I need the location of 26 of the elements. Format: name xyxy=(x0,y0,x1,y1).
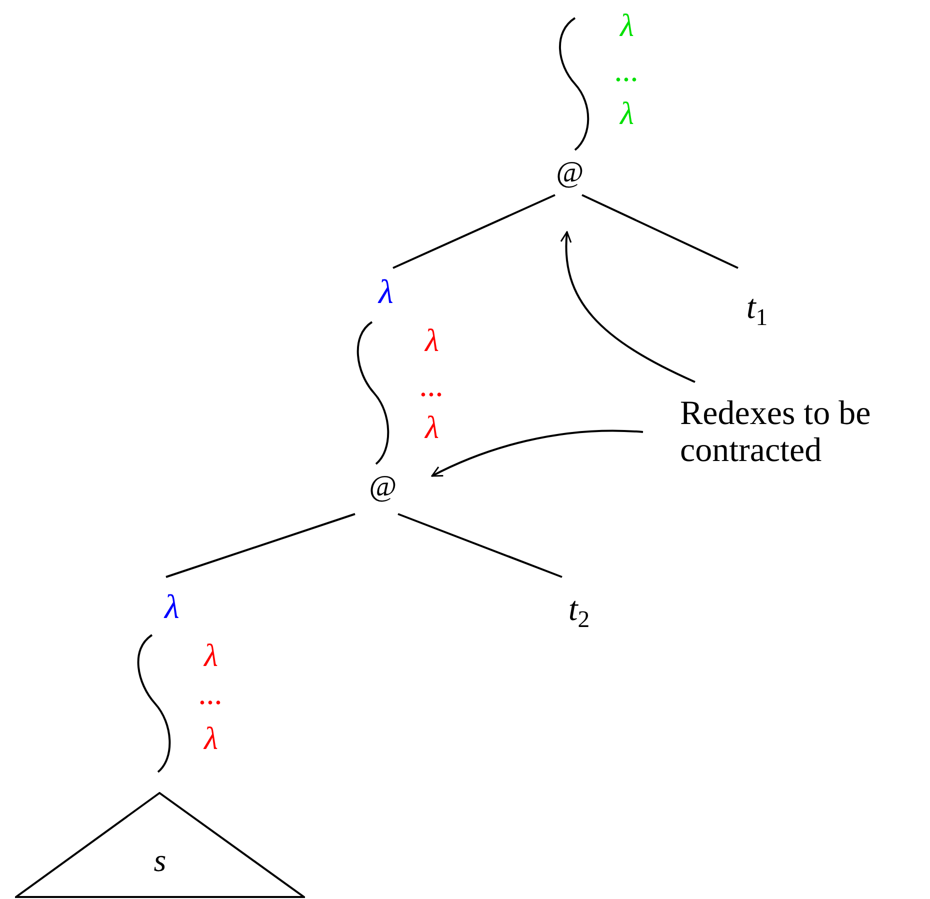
binder-label: λ xyxy=(423,323,440,357)
binder-label: λ xyxy=(202,638,219,672)
arrow xyxy=(560,231,696,383)
wavy-line xyxy=(356,321,390,465)
variable-label: s xyxy=(154,844,166,876)
tree-edge xyxy=(398,513,562,578)
tree-edge xyxy=(392,194,556,269)
term-label: t$_{2}$ xyxy=(558,594,600,632)
binder-label: ... xyxy=(419,368,445,402)
tree-edge xyxy=(582,194,738,269)
wavy-line xyxy=(559,17,590,151)
lambda-symbol: λ xyxy=(372,276,400,310)
lambda-symbol: λ xyxy=(158,591,186,625)
callout-text: Redexes to be contracted xyxy=(680,392,930,472)
arrow xyxy=(431,430,644,477)
binder-label: λ xyxy=(202,721,219,755)
binder-label: ... xyxy=(198,676,224,710)
tree-edge xyxy=(166,513,356,578)
binder-label: ... xyxy=(614,53,640,87)
binder-label: λ xyxy=(618,96,635,130)
apply-symbol: @ xyxy=(556,158,584,188)
apply-symbol: @ xyxy=(369,472,397,502)
binder-label: λ xyxy=(423,410,440,444)
wavy-line xyxy=(137,634,171,773)
binder-label: λ xyxy=(618,8,635,42)
term-label: t$_{1}$ xyxy=(736,292,778,330)
